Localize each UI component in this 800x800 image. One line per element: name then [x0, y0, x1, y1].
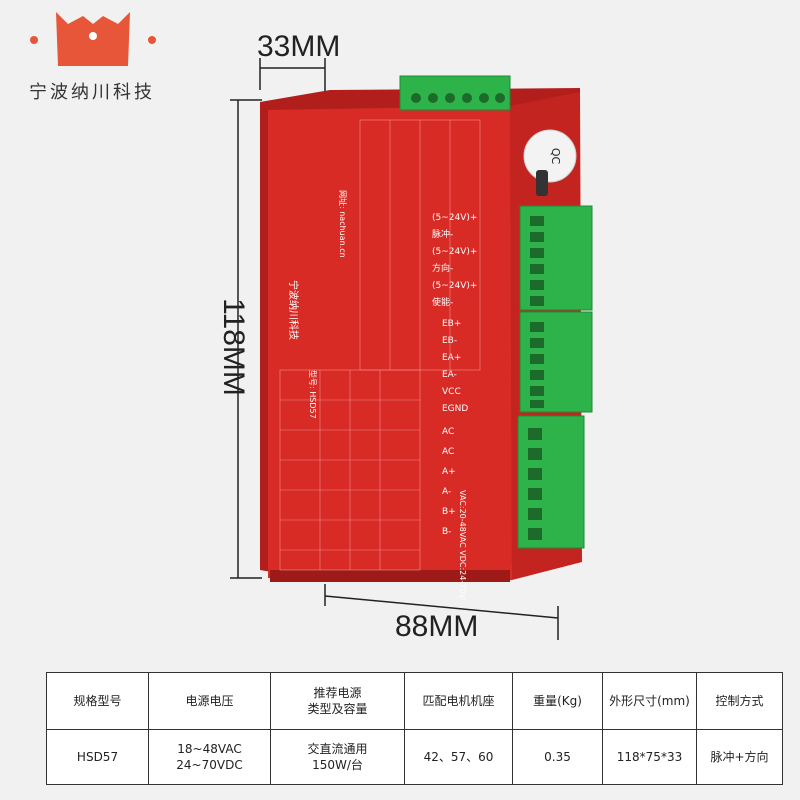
dip-switch-table: [279, 119, 481, 571]
power-terminal-label: A-: [442, 487, 451, 497]
dimension-lines: [230, 58, 559, 640]
svg-text:QC: QC: [549, 148, 562, 165]
spec-value-cell: 118*75*33: [602, 729, 697, 785]
signal-terminal-label: 使能-: [432, 296, 453, 308]
encoder-terminal-label: VCC: [442, 387, 461, 397]
stepper-driver-device: QC 型号: HSD57 宁波纳川科技 网址: nachuan.cn VAC:2…: [260, 75, 593, 600]
brand-name: 宁波纳川科技: [29, 82, 155, 103]
encoder-terminal-label: EA-: [442, 370, 457, 380]
power-terminal-label: AC: [442, 427, 454, 437]
spec-header-cell: 匹配电机机座: [404, 672, 513, 730]
power-range-label: VAC:20-48VAC VDC:24-70VDC: [458, 490, 467, 600]
encoder-terminal-label: EA+: [442, 353, 461, 363]
brand-logo: [30, 12, 156, 66]
spec-header-cell: 外形尺寸(mm): [602, 672, 697, 730]
encoder-terminal-label: EB-: [442, 336, 457, 346]
spec-value-cell: 18~48VAC 24~70VDC: [148, 729, 271, 785]
spec-value-cell: 42、57、60: [404, 729, 513, 785]
spec-value-cell: 0.35: [512, 729, 603, 785]
device-brand-label: 宁波纳川科技: [287, 280, 300, 340]
model-label: 型号: HSD57: [308, 370, 317, 419]
signal-terminal-label: (5~24V)+: [432, 213, 477, 223]
power-terminal-block: [517, 415, 585, 549]
signal-terminal-label: (5~24V)+: [432, 247, 477, 257]
encoder-terminal-label: EGND: [442, 404, 468, 414]
depth-dimension-label: 88MM: [395, 610, 479, 643]
signal-terminal-label: (5~24V)+: [432, 281, 477, 291]
top-terminal-block: [399, 75, 511, 111]
spec-header-cell: 重量(Kg): [512, 672, 603, 730]
power-terminal-label: A+: [442, 467, 456, 477]
spec-header-row: 规格型号 电源电压 推荐电源 类型及容量 匹配电机机座 重量(Kg) 外形尺寸(…: [46, 672, 783, 730]
spec-value-cell: 交直流通用 150W/台: [270, 729, 405, 785]
power-terminal-label: AC: [442, 447, 454, 457]
spec-value-cell: HSD57: [46, 729, 149, 785]
site-label: 网址: nachuan.cn: [338, 190, 348, 258]
encoder-terminal-label: EB+: [442, 319, 461, 329]
width-dimension-label: 33MM: [257, 30, 341, 63]
spec-value-row: HSD57 18~48VAC 24~70VDC 交直流通用 150W/台 42、…: [46, 729, 783, 785]
signal-terminal-block: [519, 205, 593, 311]
signal-terminal-label: 脉冲-: [432, 228, 453, 240]
signal-terminal-label: 方向-: [432, 262, 453, 274]
spec-header-cell: 电源电压: [148, 672, 271, 730]
spec-header-cell: 规格型号: [46, 672, 149, 730]
spec-header-cell: 控制方式: [696, 672, 783, 730]
power-terminal-label: B+: [442, 507, 456, 517]
spec-table: 规格型号 电源电压 推荐电源 类型及容量 匹配电机机座 重量(Kg) 外形尺寸(…: [46, 672, 783, 785]
encoder-terminal-block: [519, 311, 593, 413]
terminal-labels: (5~24V)+ 脉冲- (5~24V)+ 方向- (5~24V)+ 使能- EB+ EB- E…: [432, 213, 477, 537]
qc-sticker: QC: [523, 129, 577, 183]
spec-header-cell: 推荐电源 类型及容量: [270, 672, 405, 730]
spec-value-cell: 脉冲+方向: [696, 729, 783, 785]
power-terminal-label: B-: [442, 527, 451, 537]
